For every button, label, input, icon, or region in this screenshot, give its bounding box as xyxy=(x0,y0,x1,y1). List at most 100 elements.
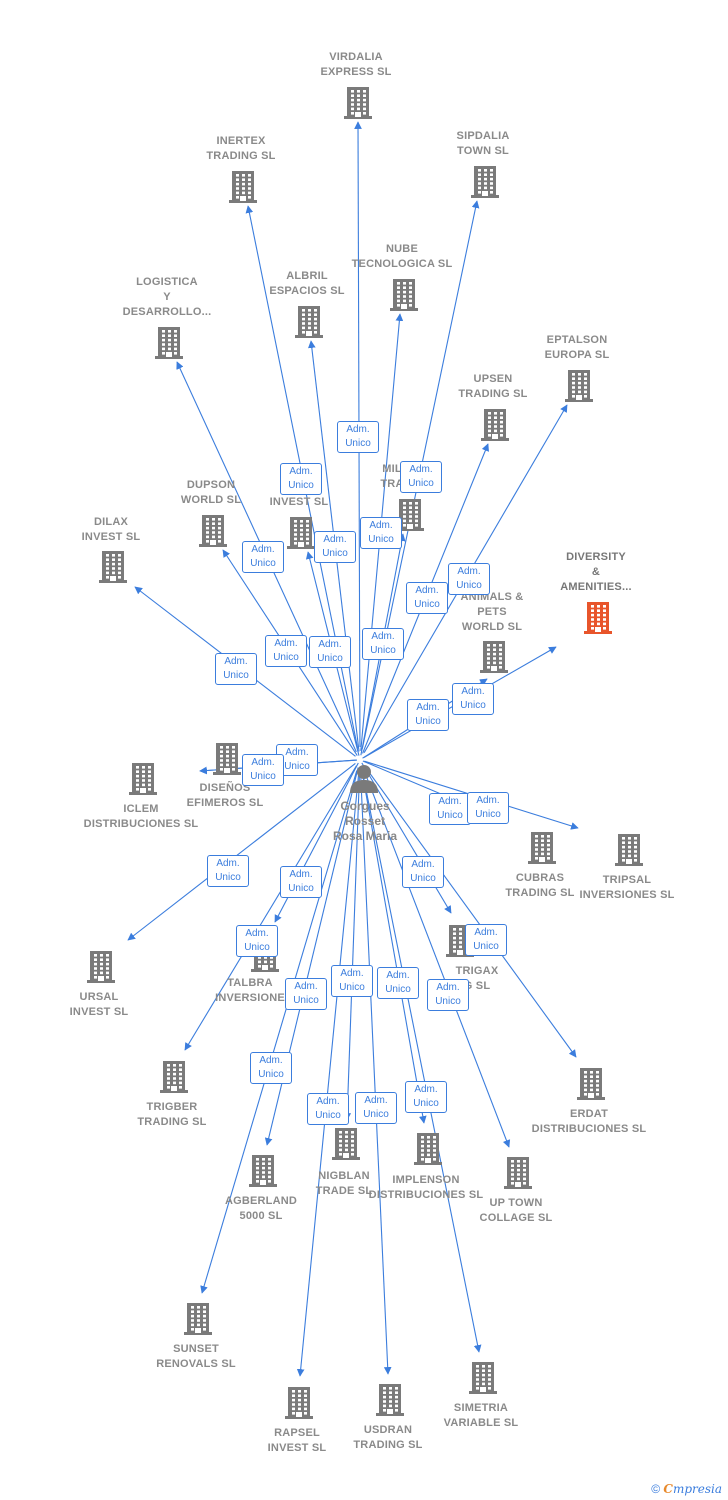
building-icon[interactable] xyxy=(213,741,241,780)
role-badge-logistica[interactable]: Adm.Unico xyxy=(242,541,284,573)
company-label-upsen[interactable]: UPSEN TRADING SL xyxy=(458,373,528,400)
role-badge-animals[interactable]: Adm.Unico xyxy=(407,699,449,731)
building-icon[interactable] xyxy=(229,169,257,208)
company-label-agberland[interactable]: AGBERLAND 5000 SL xyxy=(224,1195,298,1222)
building-icon[interactable] xyxy=(481,407,509,446)
badge-line-1: Adm. xyxy=(409,464,433,475)
role-badge-trigax[interactable]: Adm.Unico xyxy=(402,856,444,888)
company-label-uptown[interactable]: UP TOWN COLLAGE SL xyxy=(479,1197,553,1224)
building-icon[interactable] xyxy=(469,1360,497,1399)
company-label-sunset[interactable]: SUNSET RENOVALS SL xyxy=(156,1343,236,1370)
role-badge-agberland[interactable]: Adm.Unico xyxy=(285,978,327,1010)
role-badge-simetria[interactable]: Adm.Unico xyxy=(405,1081,447,1113)
building-icon[interactable] xyxy=(390,277,418,316)
building-icon[interactable] xyxy=(155,325,183,364)
role-badge-talbra[interactable]: Adm.Unico xyxy=(280,866,322,898)
center-person-name[interactable]: Gorgues Rosset Rosa Maria xyxy=(305,799,425,844)
badge-line-1: Adm. xyxy=(457,566,481,577)
building-icon[interactable] xyxy=(584,600,612,639)
company-label-iclem[interactable]: ICLEM DISTRIBUCIONES SL xyxy=(83,803,199,830)
company-label-talbra[interactable]: TALBRA INVERSIONE xyxy=(215,977,285,1004)
company-label-dupson[interactable]: DUPSON WORLD SL xyxy=(180,479,242,506)
company-label-diversity[interactable]: DIVERSITY & AMENITIES... xyxy=(560,551,632,593)
building-icon[interactable] xyxy=(184,1301,212,1340)
building-icon[interactable] xyxy=(344,85,372,124)
building-icon[interactable] xyxy=(160,1059,188,1098)
building-icon[interactable] xyxy=(414,1131,442,1170)
role-badge-s-invest[interactable]: Adm.Unico xyxy=(309,636,351,668)
role-badge-nube[interactable]: Adm.Unico xyxy=(360,517,402,549)
company-label-inertex[interactable]: INERTEX TRADING SL xyxy=(206,135,276,162)
company-label-usdran[interactable]: USDRAN TRADING SL xyxy=(353,1424,423,1451)
badge-line-2: Unico xyxy=(473,941,499,952)
role-badge-eptalson[interactable]: Adm.Unico xyxy=(448,563,490,595)
role-badge-tripsal[interactable]: Adm.Unico xyxy=(467,792,509,824)
company-label-cubras[interactable]: CUBRAS TRADING SL xyxy=(505,872,575,899)
building-icon[interactable] xyxy=(129,761,157,800)
role-badge-implenson[interactable]: Adm.Unico xyxy=(377,967,419,999)
building-icon[interactable] xyxy=(565,368,593,407)
person-icon[interactable] xyxy=(348,763,380,798)
building-icon[interactable] xyxy=(285,1385,313,1424)
edge-simetria xyxy=(361,771,482,1353)
building-icon[interactable] xyxy=(471,164,499,203)
company-label-nigblan[interactable]: NIGBLAN TRADE SL xyxy=(315,1170,373,1197)
role-badge-nigblan[interactable]: Adm.Unico xyxy=(331,965,373,997)
role-badge-iclem[interactable]: Adm.Unico xyxy=(242,754,284,786)
role-badge-diversity[interactable]: Adm.Unico xyxy=(452,683,494,715)
footer-brand: © Cmpresia xyxy=(651,1482,722,1496)
badge-line-2: Unico xyxy=(415,716,441,727)
building-icon[interactable] xyxy=(199,513,227,552)
building-icon[interactable] xyxy=(528,830,556,869)
role-badge-ursal[interactable]: Adm.Unico xyxy=(207,855,249,887)
building-icon[interactable] xyxy=(287,515,315,554)
building-icon[interactable] xyxy=(615,832,643,871)
role-badge-usdran[interactable]: Adm.Unico xyxy=(355,1092,397,1124)
role-badge-inertex[interactable]: Adm.Unico xyxy=(280,463,322,495)
building-icon[interactable] xyxy=(480,639,508,678)
building-icon[interactable] xyxy=(376,1382,404,1421)
company-label-simetria[interactable]: SIMETRIA VARIABLE SL xyxy=(443,1402,519,1429)
company-label-virdalia[interactable]: VIRDALIA EXPRESS SL xyxy=(320,51,392,78)
company-label-trigber[interactable]: TRIGBER TRADING SL xyxy=(137,1101,207,1128)
role-badge-trigber[interactable]: Adm.Unico xyxy=(236,925,278,957)
building-icon[interactable] xyxy=(99,549,127,588)
company-label-mil[interactable]: MIL TRA xyxy=(380,463,404,490)
badge-line-1: Adm. xyxy=(251,544,275,555)
company-label-nube[interactable]: NUBE TECNOLOGICA SL xyxy=(351,243,453,270)
company-label-ursal[interactable]: URSAL INVEST SL xyxy=(69,991,129,1018)
badge-line-1: Adm. xyxy=(369,520,393,531)
company-label-eptalson[interactable]: EPTALSON EUROPA SL xyxy=(544,334,610,361)
building-icon[interactable] xyxy=(332,1126,360,1165)
role-badge-erdat[interactable]: Adm.Unico xyxy=(465,924,507,956)
role-badge-uptown[interactable]: Adm.Unico xyxy=(427,979,469,1011)
role-badge-mil[interactable]: Adm.Unico xyxy=(362,628,404,660)
company-label-disenos[interactable]: DISEÑOS EFIMEROS SL xyxy=(186,782,264,809)
role-badge-dilax[interactable]: Adm.Unico xyxy=(215,653,257,685)
building-icon[interactable] xyxy=(295,304,323,343)
role-badge-upsen[interactable]: Adm.Unico xyxy=(406,582,448,614)
building-icon[interactable] xyxy=(504,1155,532,1194)
role-badge-albril[interactable]: Adm.Unico xyxy=(314,531,356,563)
role-badge-dupson[interactable]: Adm.Unico xyxy=(265,635,307,667)
edge-sunset xyxy=(200,770,358,1294)
building-icon[interactable] xyxy=(577,1066,605,1105)
role-badge-virdalia[interactable]: Adm.Unico xyxy=(337,421,379,453)
company-label-implenson[interactable]: IMPLENSON DISTRIBUCIONES SL xyxy=(368,1174,484,1201)
role-badge-sipdalia[interactable]: Adm.Unico xyxy=(400,461,442,493)
company-label-dilax[interactable]: DILAX INVEST SL xyxy=(81,516,141,543)
company-label-tripsal[interactable]: TRIPSAL INVERSIONES SL xyxy=(579,874,675,901)
company-label-albril[interactable]: ALBRIL ESPACIOS SL xyxy=(269,270,345,297)
building-icon[interactable] xyxy=(249,1153,277,1192)
company-label-animals[interactable]: ANIMALS & PETS WORLD SL xyxy=(460,591,524,633)
company-label-logistica[interactable]: LOGISTICA Y DESARROLLO... xyxy=(122,276,212,318)
role-badge-cubras[interactable]: Adm.Unico xyxy=(429,793,471,825)
role-badge-sunset[interactable]: Adm.Unico xyxy=(250,1052,292,1084)
role-badge-rapsel[interactable]: Adm.Unico xyxy=(307,1093,349,1125)
building-icon[interactable] xyxy=(87,949,115,988)
company-label-rapsel[interactable]: RAPSEL INVEST SL xyxy=(267,1427,327,1454)
company-label-sipdalia[interactable]: SIPDALIA TOWN SL xyxy=(456,130,510,157)
badge-line-1: Adm. xyxy=(294,981,318,992)
company-label-erdat[interactable]: ERDAT DISTRIBUCIONES SL xyxy=(531,1108,647,1135)
building-icon[interactable] xyxy=(396,497,424,536)
